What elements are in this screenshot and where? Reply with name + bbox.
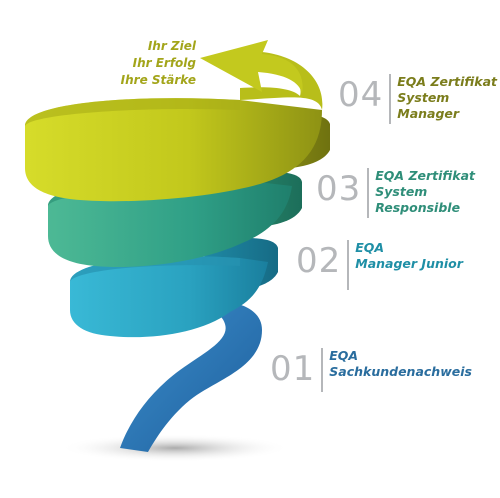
arrow-head-icon — [200, 40, 303, 94]
step-divider — [367, 168, 370, 218]
step-number: 02 — [296, 241, 342, 281]
step-divider — [321, 348, 324, 392]
step-label-line: EQA — [329, 348, 359, 363]
step-label: EQA Sachkundenachweis — [329, 348, 472, 380]
step-label-line: EQA Zertifikat — [397, 74, 497, 89]
step-label-line: Responsible — [375, 200, 461, 215]
step-label-line: System — [397, 90, 450, 105]
band-teal — [70, 256, 268, 338]
step-label-line: EQA — [355, 240, 385, 255]
step-label-line: System — [375, 184, 428, 199]
step-number: 01 — [270, 349, 316, 389]
arrow-band — [240, 52, 323, 110]
step-01: 01 EQA Sachkundenachweis — [270, 348, 472, 392]
step-04: 04 EQA Zertifikat System Manager — [338, 74, 497, 124]
step-label-line: Sachkundenachweis — [329, 364, 472, 379]
step-divider — [389, 74, 392, 124]
step-label-line: Manager Junior — [355, 256, 463, 271]
goal-line: Ihr Ziel — [147, 39, 196, 53]
band-yellow — [25, 98, 322, 202]
step-number: 03 — [316, 169, 362, 209]
step-02: 02 EQA Manager Junior — [296, 240, 463, 290]
step-label-line: EQA Zertifikat — [375, 168, 475, 183]
step-label: EQA Zertifikat System Responsible — [375, 168, 475, 216]
step-number: 04 — [338, 75, 384, 115]
step-divider — [347, 240, 350, 290]
step-03: 03 EQA Zertifikat System Responsible — [316, 168, 475, 218]
band-blue — [120, 299, 262, 452]
step-label-line: Manager — [397, 106, 460, 121]
goal-text: Ihr Ziel Ihr Erfolg Ihre Stärke — [96, 38, 196, 89]
goal-line: Ihre Stärke — [120, 73, 196, 87]
floor-shadow — [60, 434, 290, 462]
goal-line: Ihr Erfolg — [132, 56, 196, 70]
step-label: EQA Manager Junior — [355, 240, 463, 272]
step-label: EQA Zertifikat System Manager — [397, 74, 497, 122]
